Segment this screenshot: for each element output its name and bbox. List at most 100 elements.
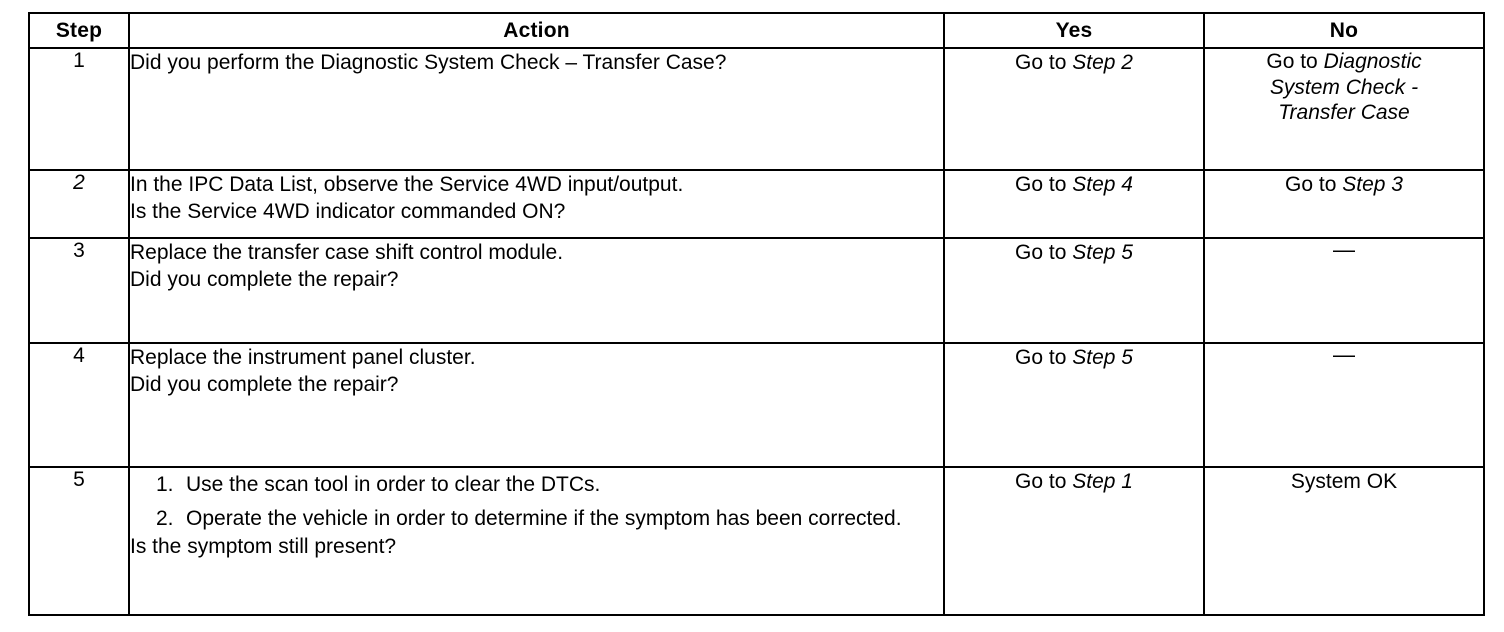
column-header-action: Action — [128, 12, 945, 49]
em-dash-placeholder: — — [1333, 342, 1355, 367]
answer-text: Go to — [1015, 51, 1073, 74]
em-dash-placeholder: — — [1333, 237, 1355, 262]
table-header-row: Step Action Yes No — [28, 12, 1485, 49]
action-cell: Did you perform the Diagnostic System Ch… — [128, 47, 945, 171]
column-header-step: Step — [28, 12, 130, 49]
diagnostic-procedure-table: Step Action Yes No 1 Did you perform the … — [28, 12, 1485, 616]
no-answer-cell: — — [1203, 237, 1485, 344]
yes-answer-cell: Go to Step 1 — [943, 466, 1205, 616]
action-list-item: 2. Operate the vehicle in order to determ… — [156, 506, 943, 533]
step-number-cell: 2 — [28, 169, 130, 239]
step-number: 3 — [73, 239, 85, 262]
answer-line: Go to Step 5 — [945, 344, 1203, 371]
answer-text: Go to — [1285, 173, 1343, 196]
list-marker: 2. — [156, 506, 174, 530]
action-bottom-block: Did you complete the repair? — [130, 266, 943, 293]
answer-reference: Step 4 — [1072, 173, 1133, 196]
list-item-text: Operate the vehicle in order to determin… — [186, 506, 902, 530]
answer-line: Go to Step 5 — [945, 239, 1203, 266]
step-number-cell: 1 — [28, 47, 130, 171]
answer-text: Go to — [1015, 173, 1073, 196]
step-number: 1 — [73, 49, 85, 72]
answer-line: Go to Step 3 — [1205, 171, 1483, 198]
action-top-block: Did you perform the Diagnostic System Ch… — [130, 49, 943, 76]
answer-lines: System OK — [1205, 468, 1483, 495]
table-row: 2 In the IPC Data List, observe the Servi… — [28, 169, 1485, 239]
column-header-no: No — [1203, 12, 1485, 49]
answer-text: Go to — [1015, 241, 1073, 264]
action-cell: Replace the transfer case shift control … — [128, 237, 945, 344]
action-line: Did you perform the Diagnostic System Ch… — [130, 51, 727, 74]
action-content: 1.Use the scan tool in order to clear th… — [130, 468, 943, 560]
action-top-block: In the IPC Data List, observe the Servic… — [130, 171, 943, 198]
answer-line: Go to Step 2 — [945, 49, 1203, 76]
action-cell: 1.Use the scan tool in order to clear th… — [128, 466, 945, 616]
action-top-block: Replace the transfer case shift control … — [130, 239, 943, 266]
answer-reference: System Check - — [1269, 75, 1419, 99]
step-number-cell: 5 — [28, 466, 130, 616]
table-row: 4 Replace the instrument panel cluster.Di… — [28, 342, 1485, 468]
action-bottom-block: Is the symptom still present? — [130, 533, 943, 560]
answer-reference: Step 5 — [1072, 241, 1133, 264]
answer-text: Go to — [1015, 470, 1073, 493]
answer-line: System OK — [1205, 468, 1483, 495]
table-row: 3 Replace the transfer case shift control… — [28, 237, 1485, 344]
answer-reference: Step 3 — [1342, 173, 1403, 196]
step-number: 4 — [73, 344, 85, 367]
answer-content: Go to Step 5 — [945, 344, 1203, 371]
action-line: Replace the transfer case shift control … — [130, 241, 564, 264]
answer-reference: Step 5 — [1072, 346, 1133, 369]
answer-content: — — [1205, 239, 1483, 261]
action-top-block: Replace the instrument panel cluster. — [130, 344, 943, 371]
answer-content: Go to Step 5 — [945, 239, 1203, 266]
answer-lines: Go to Step 2 — [945, 49, 1203, 76]
answer-reference: Transfer Case — [1278, 101, 1410, 125]
step-number: 5 — [73, 468, 85, 491]
action-top-block: 1.Use the scan tool in order to clear th… — [130, 468, 943, 533]
answer-line: Go to Diagnostic — [1205, 49, 1483, 75]
answer-reference: Step 2 — [1072, 51, 1133, 74]
yes-answer-cell: Go to Step 2 — [943, 47, 1205, 171]
step-number-cell: 4 — [28, 342, 130, 468]
answer-content: Go to Step 3 — [1205, 171, 1483, 198]
action-content: Replace the instrument panel cluster.Did… — [130, 344, 943, 399]
action-question: Is the symptom still present? — [130, 534, 397, 558]
answer-content: Go to Step 1 — [945, 468, 1203, 495]
action-content: Did you perform the Diagnostic System Ch… — [130, 49, 943, 76]
answer-lines: Go to Step 4 — [945, 171, 1203, 198]
answer-line: Go to Step 4 — [945, 171, 1203, 198]
answer-reference: Diagnostic — [1323, 50, 1422, 73]
answer-content: Go to Step 2 — [945, 49, 1203, 76]
answer-lines: Go to Step 5 — [945, 344, 1203, 371]
action-bottom-block: Is the Service 4WD indicator commanded O… — [130, 198, 943, 225]
answer-content: — — [1205, 344, 1483, 366]
action-bottom-block: Did you complete the repair? — [130, 371, 943, 398]
answer-line: Go to Step 1 — [945, 468, 1203, 495]
answer-text: System OK — [1290, 470, 1398, 493]
no-answer-cell: Go to Step 3 — [1203, 169, 1485, 239]
table-row: 5 1.Use the scan tool in order to clear t… — [28, 466, 1485, 616]
action-line: In the IPC Data List, observe the Servic… — [130, 173, 684, 196]
action-ordered-list: 1.Use the scan tool in order to clear th… — [130, 472, 943, 533]
yes-answer-cell: Go to Step 4 — [943, 169, 1205, 239]
step-number-cell: 3 — [28, 237, 130, 344]
action-question: Did you complete the repair? — [130, 268, 399, 292]
no-answer-cell: System OK — [1203, 466, 1485, 616]
action-cell: In the IPC Data List, observe the Servic… — [128, 169, 945, 239]
action-content: Replace the transfer case shift control … — [130, 239, 943, 294]
list-item-text: Use the scan tool in order to clear the … — [186, 473, 601, 496]
answer-text: Go to — [1266, 50, 1324, 73]
action-question: Is the Service 4WD indicator commanded O… — [130, 200, 566, 224]
action-list-item: 1.Use the scan tool in order to clear th… — [156, 472, 943, 499]
action-content: In the IPC Data List, observe the Servic… — [130, 171, 943, 226]
yes-answer-cell: Go to Step 5 — [943, 342, 1205, 468]
step-number: 2 — [73, 171, 85, 194]
action-line: Replace the instrument panel cluster. — [130, 346, 476, 369]
answer-content: System OK — [1205, 468, 1483, 495]
action-cell: Replace the instrument panel cluster.Did… — [128, 342, 945, 468]
table-body: 1 Did you perform the Diagnostic System C… — [28, 47, 1485, 616]
answer-reference: Step 1 — [1072, 470, 1133, 493]
